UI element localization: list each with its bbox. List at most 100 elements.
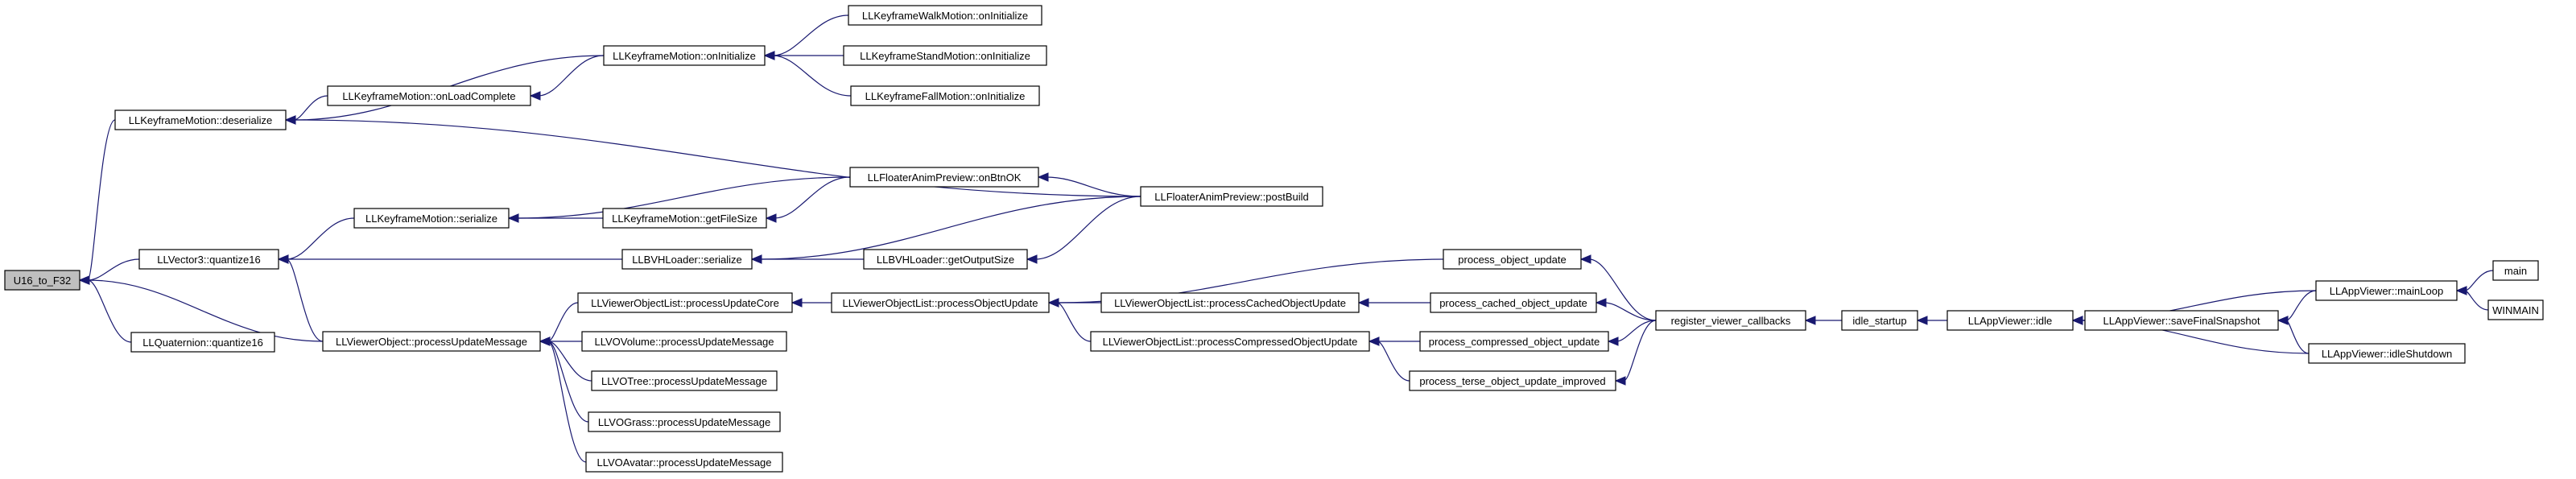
node-kf-walk-oninit[interactable]: LLKeyframeWalkMotion::onInitialize xyxy=(848,5,1042,26)
edge-arrowhead xyxy=(1368,337,1380,346)
node-label: LLViewerObjectList::processCachedObjectU… xyxy=(1114,297,1346,309)
node-label: LLKeyframeMotion::onLoadComplete xyxy=(342,90,515,102)
node-appviewer-mainloop[interactable]: LLAppViewer::mainLoop xyxy=(2315,280,2458,301)
node-label: LLAppViewer::mainLoop xyxy=(2330,285,2443,297)
call-edge-lvograss_pum-to-vo_processupdatemessage xyxy=(539,337,589,423)
call-edge-vo_processupdatemessage-to-vec3_quantize16 xyxy=(277,254,324,342)
node-process-object-update[interactable]: process_object_update xyxy=(1443,249,1582,270)
edge-arrowhead xyxy=(1579,254,1591,264)
edge-line xyxy=(1604,302,1657,321)
node-box xyxy=(848,5,1042,26)
call-edge-appviewer_idleshutdown-to-appviewer_savefinalsnapshot xyxy=(2277,316,2310,354)
edge-arrowhead xyxy=(2071,316,2083,325)
edge-arrowhead xyxy=(750,254,762,264)
call-edge-vo_processupdatemessage-to-u16_to_f32 xyxy=(78,275,324,342)
call-edge-vol_processobjectupdate-to-vol_processupdatecore xyxy=(791,298,832,308)
call-edge-register_viewer_callbacks-to-process_compressed_object_update xyxy=(1607,320,1657,346)
node-label: main xyxy=(2504,265,2527,277)
node-idle-startup[interactable]: idle_startup xyxy=(1841,310,1918,331)
edge-line xyxy=(538,55,605,97)
node-register-viewer-callbacks[interactable]: register_viewer_callbacks xyxy=(1655,310,1806,331)
node-box xyxy=(2308,343,2466,364)
node-fap-onbtnok[interactable]: LLFloaterAnimPreview::onBtnOK xyxy=(849,167,1039,188)
node-label: LLBVHLoader::serialize xyxy=(632,254,742,266)
call-edge-winmain-to-appviewer_mainloop xyxy=(2455,286,2489,311)
node-u16-to-f32[interactable]: U16_to_F32 xyxy=(4,270,80,291)
node-vol-processupdatecore[interactable]: LLViewerObjectList::processUpdateCore xyxy=(577,292,793,313)
node-box xyxy=(2315,280,2458,301)
node-box xyxy=(1946,310,2074,331)
call-edge-process_cached_object_update-to-vol_processcachedobjectupdate xyxy=(1357,298,1430,308)
node-lvograss-pum[interactable]: LLVOGrass::processUpdateMessage xyxy=(588,411,781,432)
call-edge-fap_postbuild-to-bvh_serialize xyxy=(750,196,1141,264)
node-vol-processobjectupdate[interactable]: LLViewerObjectList::processObjectUpdate xyxy=(831,292,1050,313)
node-lvoavatar-pum[interactable]: LLVOAvatar::processUpdateMessage xyxy=(585,452,783,473)
node-process-cached-object-update[interactable]: process_cached_object_update xyxy=(1430,292,1597,313)
node-kf-stand-oninit[interactable]: LLKeyframeStandMotion::onInitialize xyxy=(843,45,1047,66)
node-quat-quantize16[interactable]: LLQuaternion::quantize16 xyxy=(130,332,275,353)
edge-arrowhead xyxy=(284,115,296,125)
edges-layer xyxy=(78,14,2494,463)
node-lvotree-pum[interactable]: LLVOTree::processUpdateMessage xyxy=(591,370,778,391)
node-vol-processcompressedobjectupdate[interactable]: LLViewerObjectList::processCompressedObj… xyxy=(1090,331,1370,352)
node-label: LLBVHLoader::getOutputSize xyxy=(877,254,1014,266)
node-lvovolume-pum[interactable]: LLVOVolume::processUpdateMessage xyxy=(581,331,787,352)
edge-arrowhead xyxy=(78,275,90,285)
node-label: LLVector3::quantize16 xyxy=(157,254,260,266)
node-box xyxy=(327,85,531,106)
node-label: process_terse_object_update_improved xyxy=(1419,375,1605,387)
node-label: LLQuaternion::quantize16 xyxy=(142,337,263,349)
edge-arrowhead xyxy=(1037,172,1049,182)
call-edge-quat_quantize16-to-u16_to_f32 xyxy=(78,275,132,343)
edge-arrowhead xyxy=(1614,376,1626,386)
node-label: register_viewer_callbacks xyxy=(1671,315,1791,327)
node-label: LLKeyframeWalkMotion::onInitialize xyxy=(862,10,1028,22)
node-box xyxy=(850,85,1040,106)
node-box xyxy=(621,249,753,270)
node-vol-processcachedobjectupdate[interactable]: LLViewerObjectList::processCachedObjectU… xyxy=(1100,292,1360,313)
node-process-terse-object-update-improved[interactable]: process_terse_object_update_improved xyxy=(1409,370,1616,391)
node-label: LLViewerObjectList::processObjectUpdate xyxy=(842,297,1038,309)
node-fap-postbuild[interactable]: LLFloaterAnimPreview::postBuild xyxy=(1140,186,1323,207)
node-kf-oninitialize[interactable]: LLKeyframeMotion::onInitialize xyxy=(603,45,766,66)
call-edge-register_viewer_callbacks-to-process_cached_object_update xyxy=(1595,298,1657,321)
node-appviewer-idleshutdown[interactable]: LLAppViewer::idleShutdown xyxy=(2308,343,2466,364)
node-box xyxy=(1100,292,1360,313)
node-label: LLKeyframeMotion::serialize xyxy=(365,213,497,225)
node-vec3-quantize16[interactable]: LLVector3::quantize16 xyxy=(138,249,279,270)
edge-arrowhead xyxy=(763,51,775,60)
edge-line xyxy=(2285,320,2310,354)
node-box xyxy=(585,452,783,473)
node-winmain[interactable]: WINMAIN xyxy=(2487,299,2544,320)
node-box xyxy=(1090,331,1370,352)
node-kf-getfilesize[interactable]: LLKeyframeMotion::getFileSize xyxy=(602,208,767,229)
call-edge-fap_postbuild-to-kf_deserialize xyxy=(284,115,1141,197)
node-kf-deserialize[interactable]: LLKeyframeMotion::deserialize xyxy=(114,109,287,130)
edge-line xyxy=(547,341,592,382)
node-box xyxy=(849,167,1039,188)
node-bvh-serialize[interactable]: LLBVHLoader::serialize xyxy=(621,249,753,270)
node-label: LLFloaterAnimPreview::onBtnOK xyxy=(868,171,1022,184)
edge-arrowhead xyxy=(1804,316,1816,325)
edge-arrowhead xyxy=(507,213,519,223)
node-appviewer-idle[interactable]: LLAppViewer::idle xyxy=(1946,310,2074,331)
edge-line xyxy=(2285,290,2317,321)
edge-line xyxy=(87,119,116,281)
edge-line xyxy=(547,341,587,463)
node-kf-onloadcomplete[interactable]: LLKeyframeMotion::onLoadComplete xyxy=(327,85,531,106)
node-label: LLVOGrass::processUpdateMessage xyxy=(598,416,770,428)
node-kf-fall-oninit[interactable]: LLKeyframeFallMotion::onInitialize xyxy=(850,85,1040,106)
node-process-compressed-object-update[interactable]: process_compressed_object_update xyxy=(1419,331,1609,352)
call-edge-kf_serialize-to-vec3_quantize16 xyxy=(277,217,355,264)
node-kf-serialize[interactable]: LLKeyframeMotion::serialize xyxy=(353,208,510,229)
node-label: LLKeyframeMotion::onInitialize xyxy=(613,50,756,62)
node-main[interactable]: main xyxy=(2492,260,2539,281)
node-vo-processupdatemessage[interactable]: LLViewerObject::processUpdateMessage xyxy=(322,331,541,352)
node-bvh-getoutputsize[interactable]: LLBVHLoader::getOutputSize xyxy=(863,249,1028,270)
edge-line xyxy=(1377,341,1410,382)
node-appviewer-savefinalsnapshot[interactable]: LLAppViewer::saveFinalSnapshot xyxy=(2084,310,2279,331)
node-label: LLVOTree::processUpdateMessage xyxy=(601,375,767,387)
node-label: LLKeyframeStandMotion::onInitialize xyxy=(860,50,1030,62)
edge-line xyxy=(286,258,324,342)
node-label: process_compressed_object_update xyxy=(1429,336,1600,348)
